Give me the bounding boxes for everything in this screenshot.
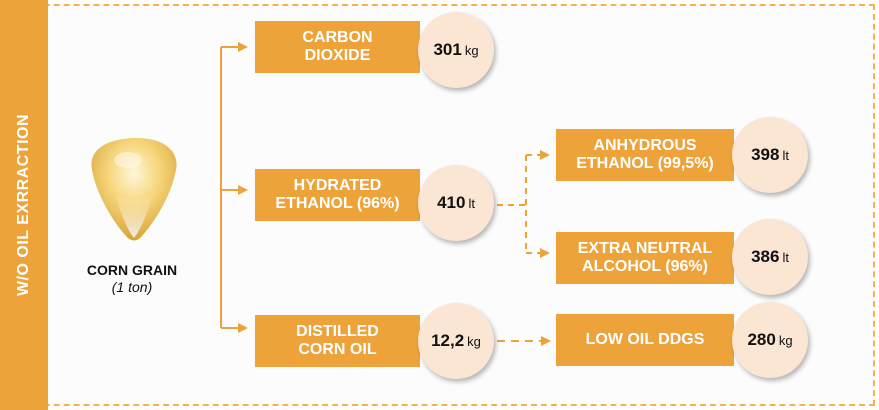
corn-oil-unit: kg: [467, 333, 481, 349]
arrow-anhydrous: [540, 150, 550, 160]
anhydrous-ethanol-value: 398: [751, 145, 780, 164]
dashed-link-ethanol: [497, 154, 540, 254]
arrow-corn-oil: [238, 323, 248, 333]
corn-oil-value: 12,2: [431, 331, 465, 350]
anhydrous-ethanol-unit: lt: [782, 147, 789, 163]
corn-grain-label: CORN GRAIN: [86, 262, 178, 278]
side-band: W/O OIL EXRRACTION: [0, 0, 48, 410]
ddgs-unit: kg: [778, 332, 793, 348]
hydrated-ethanol-value: 410: [437, 193, 466, 212]
co2-box: CARBON DIOXIDE: [255, 21, 420, 73]
hydrated-ethanol-unit: lt: [468, 195, 475, 211]
co2-unit: kg: [464, 42, 479, 58]
ddgs-value: 280: [747, 330, 776, 349]
arrow-co2: [238, 42, 248, 52]
hydrated-ethanol-box: HYDRATED ETHANOL (96%): [255, 169, 420, 221]
co2-value: 301: [433, 40, 462, 59]
corn-grain-quantity: (1 ton): [111, 279, 153, 295]
corn-oil-box: DISTILLED CORN OIL: [255, 315, 420, 367]
ddgs-box: LOW OIL DDGS: [556, 314, 734, 366]
anhydrous-ethanol-box: ANHYDROUS ETHANOL (99,5%): [556, 129, 734, 181]
corn-grain-icon: [91, 137, 177, 241]
neutral-alcohol-value: 386: [751, 247, 780, 266]
arrow-neutral: [540, 248, 550, 258]
arrow-ddgs: [541, 336, 551, 346]
arrow-hydrated: [238, 185, 248, 195]
neutral-alcohol-box: EXTRA NEUTRAL ALCOHOL (96%): [556, 232, 734, 284]
neutral-alcohol-unit: lt: [782, 249, 789, 265]
